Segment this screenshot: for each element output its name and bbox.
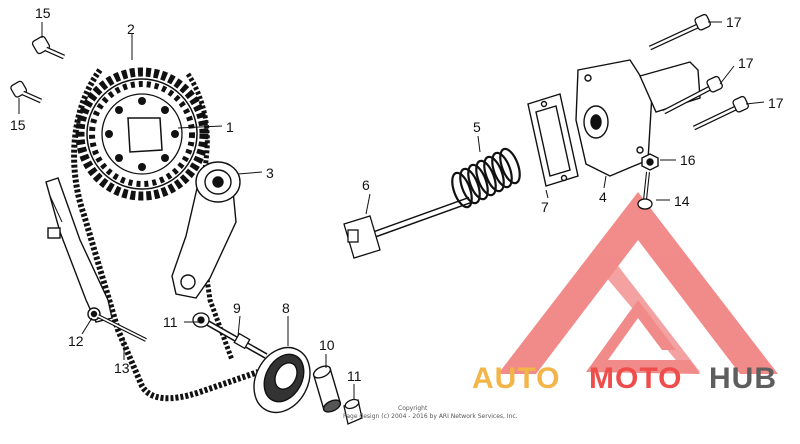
callout-5: 5	[473, 119, 481, 135]
callout-1: 1	[226, 119, 234, 135]
automotohub-logo-wordmark: AUTO MOTO HUB	[472, 362, 777, 395]
callout-16: 16	[680, 152, 696, 168]
part-bolt-15-upper	[31, 35, 66, 60]
part-nut-16	[641, 153, 659, 171]
part-push-rod-6	[343, 196, 472, 259]
callout-17-lower: 17	[768, 95, 784, 111]
brand-auto: AUTO	[472, 362, 560, 395]
part-bolt-14	[637, 171, 653, 210]
callout-9: 9	[233, 300, 241, 316]
automotohub-logo-mark	[498, 192, 778, 374]
part-cap-11-lower	[343, 398, 363, 425]
callout-7: 7	[541, 199, 549, 215]
callout-15-lower: 15	[10, 117, 26, 133]
copyright-notice: Copyright Page design (c) 2004 - 2016 by…	[343, 405, 518, 420]
part-bolt-15-lower	[10, 80, 43, 104]
leader-lines	[18, 21, 765, 400]
part-tensioner-wheel-8	[253, 346, 311, 414]
part-tensioner-rod-9	[204, 319, 268, 359]
callout-13: 13	[114, 360, 130, 376]
callout-15-upper: 15	[35, 5, 51, 21]
part-bolt-17-top	[648, 13, 711, 51]
callout-12: 12	[68, 333, 84, 349]
brand-hub: HUB	[709, 362, 777, 395]
callout-17-top: 17	[726, 14, 742, 30]
part-sleeve-10	[312, 365, 342, 413]
part-tensioner-arm-3	[171, 161, 241, 299]
callout-11-lower: 11	[347, 368, 362, 384]
part-bolt-17-lower	[692, 95, 749, 131]
callout-11-upper: 11	[163, 314, 178, 330]
part-gasket-7	[527, 93, 579, 187]
part-cam-chain-13	[71, 68, 259, 402]
callout-4: 4	[599, 189, 607, 205]
part-chain-guide-12	[45, 177, 113, 323]
part-cam-sprocket-1	[75, 67, 209, 201]
callout-labels: 15 15 2 1 3 5 6 7 4 16 14 17 17 17 11 9 …	[10, 5, 784, 384]
part-bolt-17-middle	[662, 75, 723, 115]
callout-8: 8	[282, 300, 290, 316]
callout-14: 14	[674, 193, 690, 209]
callout-6: 6	[362, 177, 370, 193]
callout-2: 2	[127, 21, 135, 37]
callout-3: 3	[266, 165, 274, 181]
copyright-line-1: Copyright	[398, 405, 428, 412]
part-cap-11-upper	[192, 312, 210, 328]
callout-10: 10	[319, 337, 335, 353]
callout-17-middle: 17	[738, 55, 754, 71]
part-pivot-pin-13	[97, 314, 147, 342]
copyright-line-2: Page design (c) 2004 - 2016 by ARI Netwo…	[343, 413, 518, 420]
part-spring-5	[451, 147, 521, 209]
brand-moto: MOTO	[589, 362, 682, 395]
